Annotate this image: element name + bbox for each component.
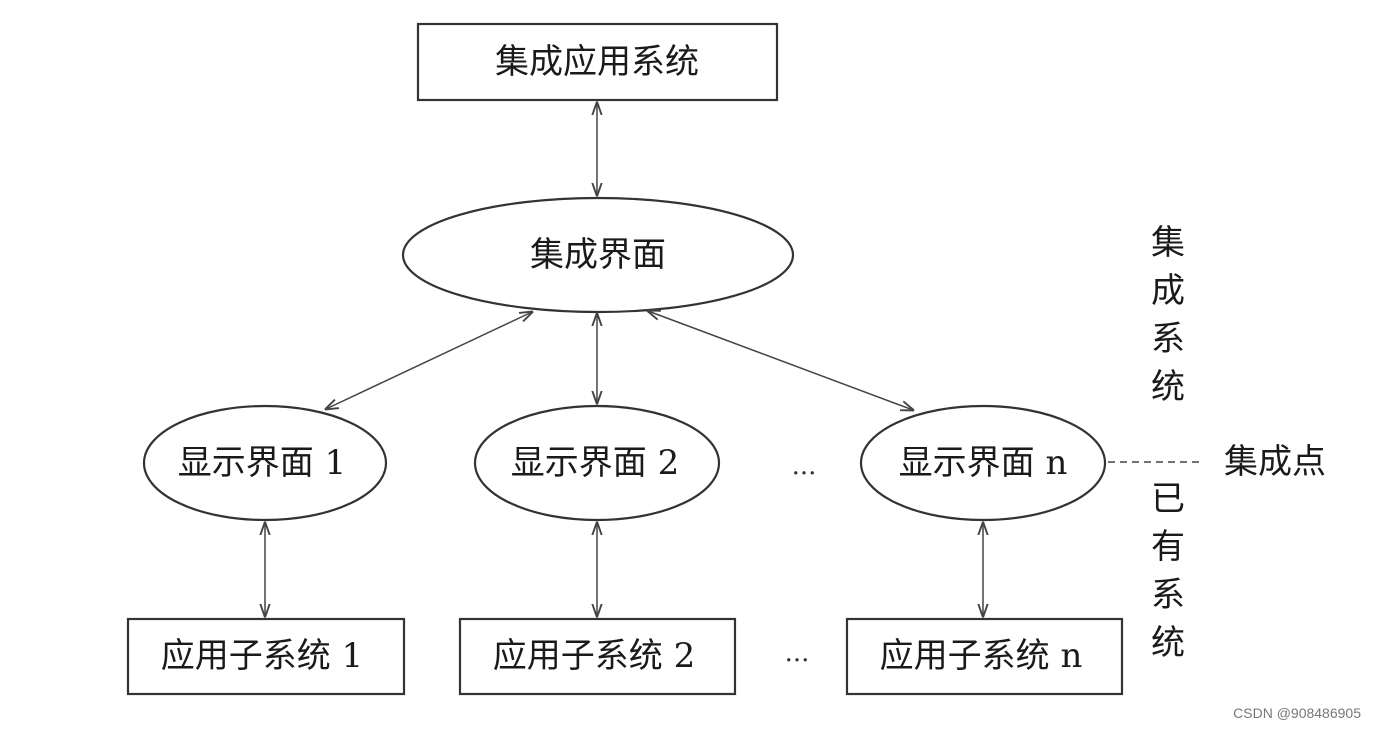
subsystem-label-1: 应用子系统 1 [161,636,363,676]
subsystems-ellipsis: ... [785,638,810,668]
existing-system-label: 已有系统 [1151,479,1185,663]
watermark: CSDN @908486905 [1233,705,1361,721]
subsystem-box-2: 应用子系统 2 [458,617,737,696]
top-system-label: 集成应用系统 [495,42,699,82]
interface-label-1: 显示界面 1 [178,443,346,483]
connector-hub-interface-n [648,311,913,410]
interface-ellipse-n: 显示界面 n [859,404,1107,522]
subsystem-label-2: 应用子系统 2 [493,636,695,676]
interface-ellipse-1: 显示界面 1 [142,404,388,522]
integration-point-label: 集成点 [1224,442,1326,482]
integrated-system-text: 集成系统 [1151,223,1185,407]
hub-label: 集成界面 [530,235,666,275]
subsystem-box-n: 应用子系统 n [845,617,1124,696]
connector-hub-interface-1 [326,312,532,409]
subsystem-box-1: 应用子系统 1 [126,617,406,696]
interface-label-2: 显示界面 2 [511,443,679,483]
subsystem-label-n: 应用子系统 n [880,636,1083,676]
existing-system-text: 已有系统 [1151,479,1185,663]
interfaces-ellipsis: ... [792,451,817,481]
interface-ellipse-2: 显示界面 2 [473,404,721,522]
interface-label-n: 显示界面 n [899,443,1068,483]
integrated-system-label: 集成系统 [1151,223,1185,407]
top-system-box: 集成应用系统 [416,22,779,102]
hub-ellipse: 集成界面 [401,196,795,314]
